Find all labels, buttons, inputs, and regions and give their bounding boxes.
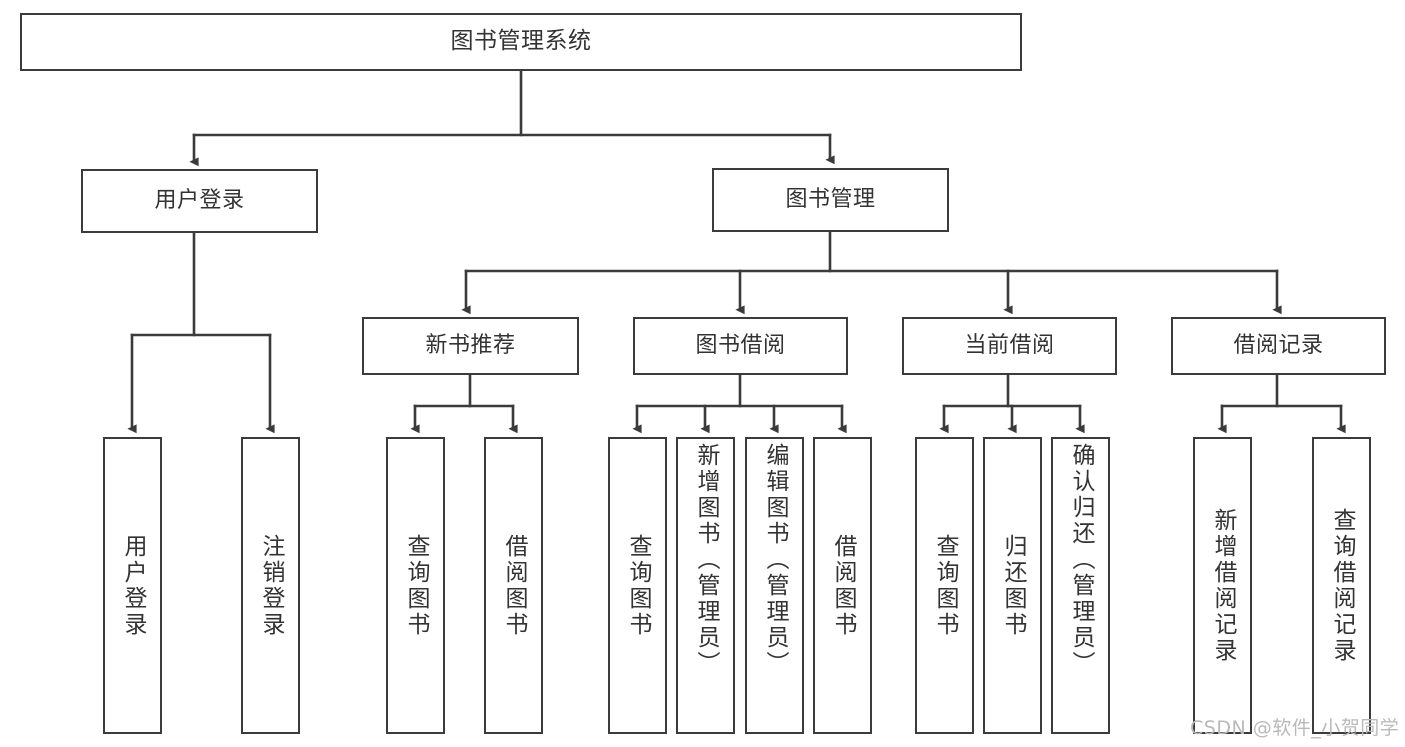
- node-leaf-edit-book[interactable]: 编辑图书（管理员）: [745, 437, 804, 734]
- watermark: CSDN @软件_小贺同学: [1190, 717, 1400, 739]
- node-leaf-user-login[interactable]: 用户登录: [103, 437, 162, 734]
- node-leaf-add-borrow-record-label: 新增借阅记录: [1210, 507, 1236, 664]
- node-leaf-query-book-3[interactable]: 查询图书: [915, 437, 974, 734]
- node-user-login-label: 用户登录: [154, 187, 245, 213]
- node-leaf-borrow-book-2-label: 借阅图书: [830, 533, 856, 638]
- node-book-manage-label: 图书管理: [785, 186, 876, 212]
- node-leaf-borrow-book-2[interactable]: 借阅图书: [813, 437, 872, 734]
- node-borrow-record[interactable]: 借阅记录: [1171, 317, 1386, 375]
- node-leaf-return-book[interactable]: 归还图书: [983, 437, 1042, 734]
- node-book-borrow[interactable]: 图书借阅: [633, 317, 848, 375]
- node-current-borrow[interactable]: 当前借阅: [902, 317, 1117, 375]
- node-leaf-query-book-3-label: 查询图书: [932, 533, 958, 638]
- node-leaf-query-borrow-record-label: 查询借阅记录: [1329, 507, 1355, 664]
- node-root[interactable]: 图书管理系统: [20, 13, 1022, 71]
- node-leaf-query-book-1[interactable]: 查询图书: [386, 437, 445, 734]
- node-leaf-query-book-2[interactable]: 查询图书: [608, 437, 667, 734]
- node-leaf-user-logout[interactable]: 注销登录: [241, 437, 300, 734]
- node-leaf-query-book-2-label: 查询图书: [625, 533, 651, 638]
- node-leaf-confirm-return[interactable]: 确认归还（管理员）: [1051, 437, 1110, 734]
- node-current-borrow-label: 当前借阅: [964, 332, 1055, 358]
- node-leaf-add-book[interactable]: 新增图书（管理员）: [676, 437, 735, 734]
- node-book-borrow-label: 图书借阅: [695, 332, 786, 358]
- node-leaf-confirm-return-label: 确认归还（管理员）: [1068, 443, 1094, 677]
- node-leaf-edit-book-label: 编辑图书（管理员）: [762, 443, 788, 677]
- node-borrow-record-label: 借阅记录: [1233, 332, 1324, 358]
- node-user-login[interactable]: 用户登录: [81, 169, 318, 233]
- node-new-book-recommend[interactable]: 新书推荐: [362, 317, 579, 375]
- node-leaf-query-book-1-label: 查询图书: [403, 533, 429, 638]
- node-book-manage[interactable]: 图书管理: [712, 168, 949, 232]
- node-leaf-borrow-book-1[interactable]: 借阅图书: [484, 437, 543, 734]
- node-leaf-add-book-label: 新增图书（管理员）: [693, 443, 719, 677]
- node-leaf-query-borrow-record[interactable]: 查询借阅记录: [1312, 437, 1371, 734]
- node-leaf-return-book-label: 归还图书: [1000, 533, 1026, 638]
- node-root-label: 图书管理系统: [450, 28, 592, 55]
- node-leaf-borrow-book-1-label: 借阅图书: [501, 533, 527, 638]
- node-new-book-recommend-label: 新书推荐: [425, 332, 516, 358]
- node-leaf-user-logout-label: 注销登录: [258, 533, 284, 638]
- node-leaf-user-login-label: 用户登录: [120, 533, 146, 638]
- node-leaf-add-borrow-record[interactable]: 新增借阅记录: [1193, 437, 1252, 734]
